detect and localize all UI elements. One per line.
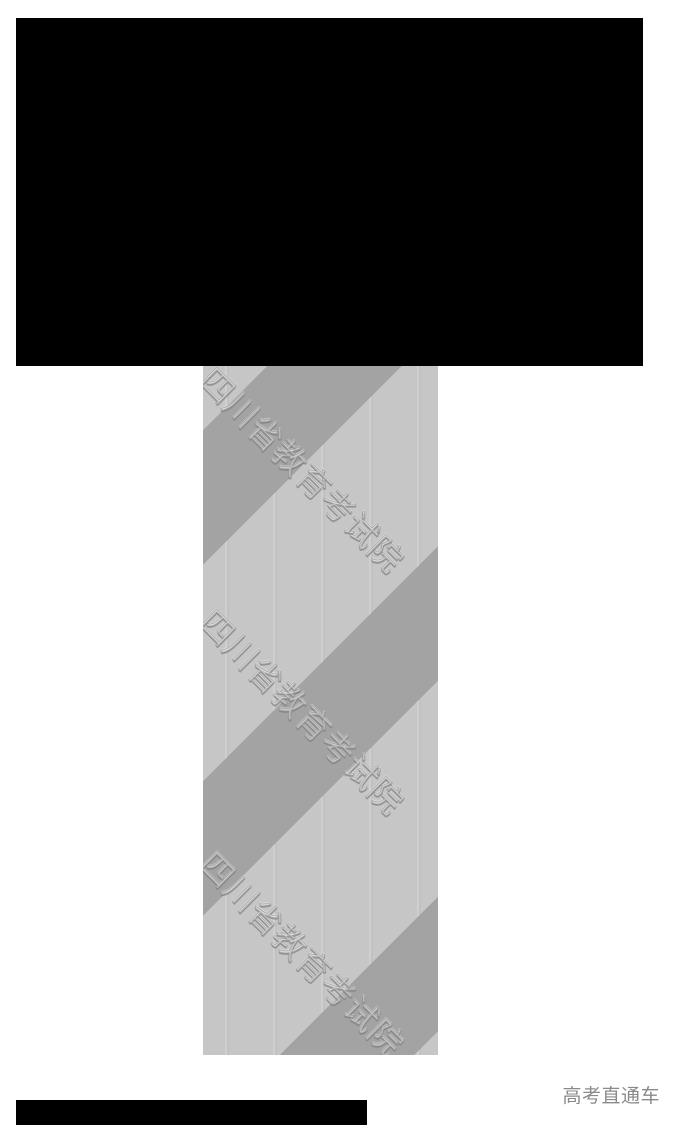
- watermark-text: 四川省教育考试院: [203, 844, 412, 1055]
- watermark-text: 四川省教育考试院: [203, 602, 412, 823]
- main-content-redaction: [16, 18, 643, 366]
- footer-redaction: [16, 1100, 367, 1125]
- source-label: 高考直通车: [562, 1085, 660, 1107]
- diagonal-band-pattern: [203, 357, 438, 1055]
- watermark-text: 四川省教育考试院: [203, 360, 412, 581]
- document-panel: 四川省教育考试院 四川省教育考试院 四川省教育考试院: [203, 357, 438, 1055]
- watermark-layer: 四川省教育考试院 四川省教育考试院 四川省教育考试院: [203, 357, 438, 1055]
